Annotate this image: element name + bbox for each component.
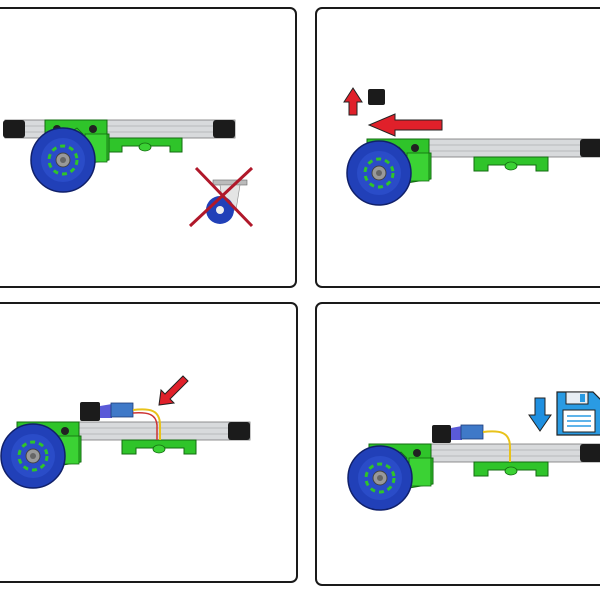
diagonal-arrow-icon bbox=[158, 375, 189, 406]
down-arrow-icon bbox=[528, 397, 552, 432]
panel-4-frame bbox=[315, 302, 600, 586]
panel-4-assembly bbox=[346, 424, 600, 512]
cross-icon bbox=[188, 166, 254, 228]
end-cap-part bbox=[368, 89, 385, 105]
left-arrow-icon bbox=[367, 113, 443, 137]
panel-2-assembly bbox=[345, 138, 600, 207]
panel-3-frame bbox=[0, 302, 298, 583]
panel-1-frame bbox=[0, 7, 297, 288]
sensor-board bbox=[110, 402, 134, 418]
panel-3-assembly bbox=[0, 402, 251, 490]
sensor-board bbox=[460, 424, 484, 440]
up-arrow-icon bbox=[343, 87, 363, 116]
panel-1-assembly bbox=[3, 119, 236, 194]
panel-2-frame bbox=[315, 7, 600, 288]
floppy-disk-icon bbox=[556, 391, 600, 436]
